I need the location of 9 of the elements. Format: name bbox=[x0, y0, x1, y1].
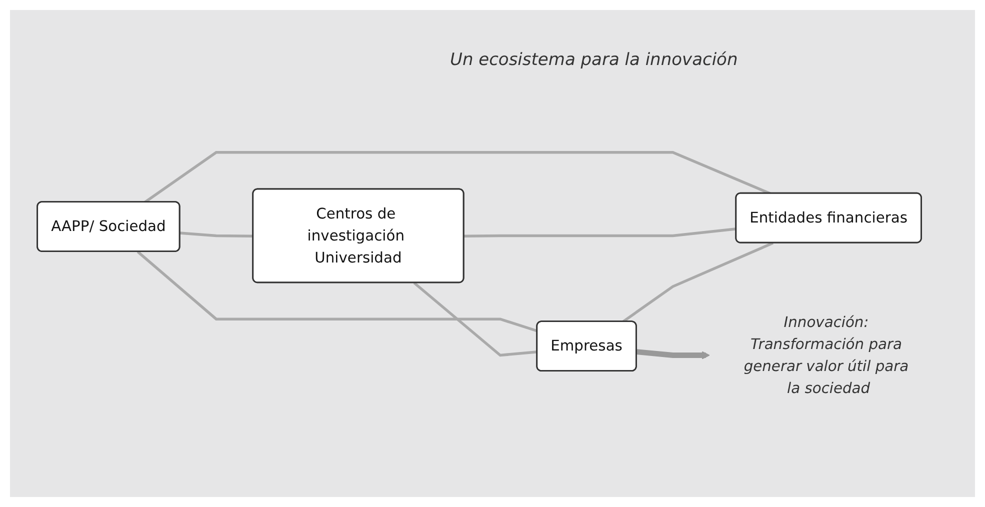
note-text: Un ecosistema para la innovación bbox=[450, 50, 738, 70]
connector bbox=[136, 250, 538, 332]
arrow bbox=[636, 348, 710, 360]
connector bbox=[144, 150, 771, 204]
connector bbox=[413, 282, 538, 357]
connector bbox=[622, 242, 774, 323]
connector bbox=[180, 232, 254, 238]
node-text: Innovación: Transformación para generar valor útil para la sociedad bbox=[744, 312, 909, 396]
connector bbox=[464, 227, 736, 238]
